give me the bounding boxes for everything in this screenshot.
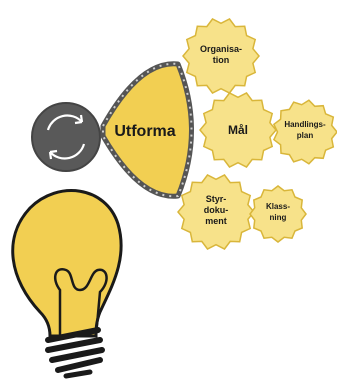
gear-handlingsplan-label-1: Handlings-: [284, 120, 326, 129]
gear-styrdokument-label-3: ment: [205, 216, 227, 226]
gear-organisation: [182, 18, 260, 94]
gear-handlingsplan-label-2: plan: [297, 131, 314, 140]
gear-organisation-label-2: tion: [213, 55, 230, 65]
hub-label: Utforma: [114, 123, 175, 140]
light-bulb-icon: [11, 189, 123, 379]
gear-mal: [199, 92, 277, 168]
gear-mal-label: Mål: [228, 123, 248, 137]
gear-styrdokument: [177, 174, 255, 250]
gear-styrdokument-label-2: doku-: [204, 205, 229, 215]
utforma-hub: Utforma: [100, 61, 194, 199]
gear-klassning-label-2: ning: [270, 213, 287, 222]
refresh-cycle-icon: [31, 102, 101, 172]
gear-handlingsplan: [272, 99, 337, 165]
gear-labels: Organisa- tion Mål Handlings- plan Styr-…: [200, 44, 326, 226]
gear-styrdokument-label-1: Styr-: [206, 194, 227, 204]
gear-organisation-label-1: Organisa-: [200, 44, 242, 54]
gear-klassning: [249, 185, 307, 243]
gear-klassning-label-1: Klass-: [266, 202, 290, 211]
